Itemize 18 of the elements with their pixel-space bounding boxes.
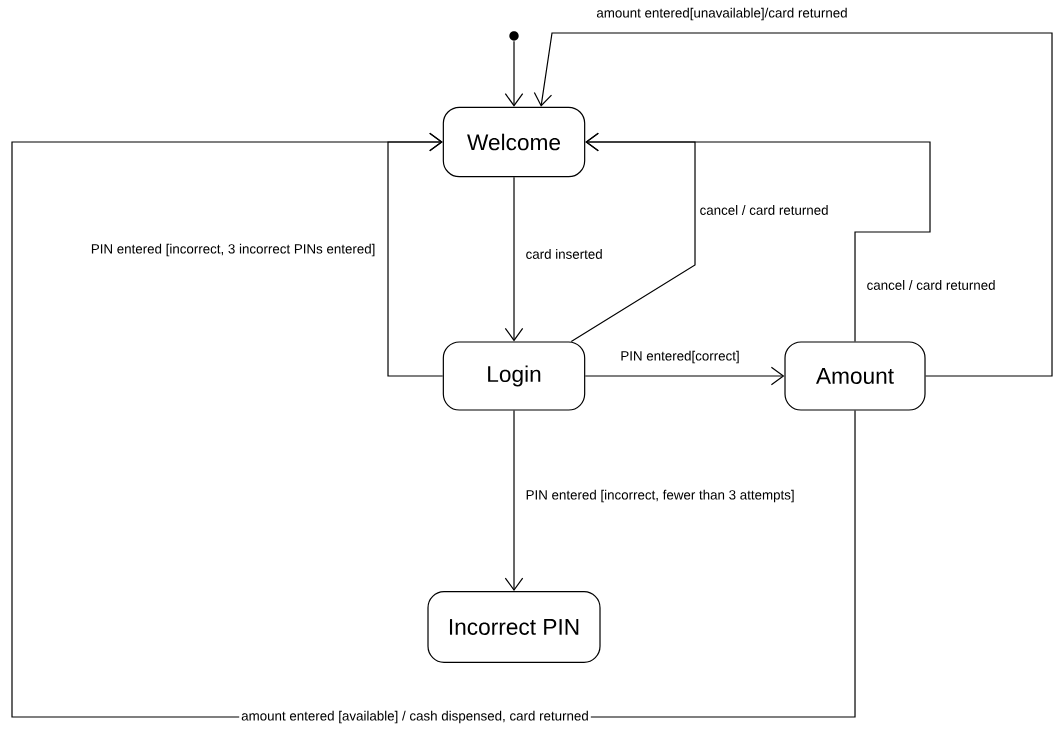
state-box: Incorrect PIN (427, 591, 601, 663)
transition-arrow (533, 32, 1053, 377)
transition-arrow (584, 366, 785, 386)
state-box: Amount (784, 341, 926, 411)
transition-arrow (504, 410, 524, 592)
state-box: Welcome (442, 106, 586, 178)
transition-arrow (504, 176, 524, 342)
edge-label: PIN entered [incorrect, fewer than 3 attempts] (523, 487, 797, 505)
edge-label: amount entered [available] / cash dispensed, card returned (239, 708, 591, 726)
edge-label: PIN entered[correct] (618, 348, 742, 366)
transition-arrow (585, 132, 931, 342)
edge-label: card inserted (523, 247, 605, 261)
edge-label: cancel / card returned (697, 203, 831, 217)
edge-label: PIN entered [incorrect, 3 incorrect PINs entered] (88, 241, 378, 259)
edge-label: amount entered[unavailable]/card returned (594, 5, 850, 23)
transition-arrow (504, 40, 524, 107)
state-box: Login (442, 341, 586, 411)
edge-label: cancel / card returned (864, 278, 998, 292)
